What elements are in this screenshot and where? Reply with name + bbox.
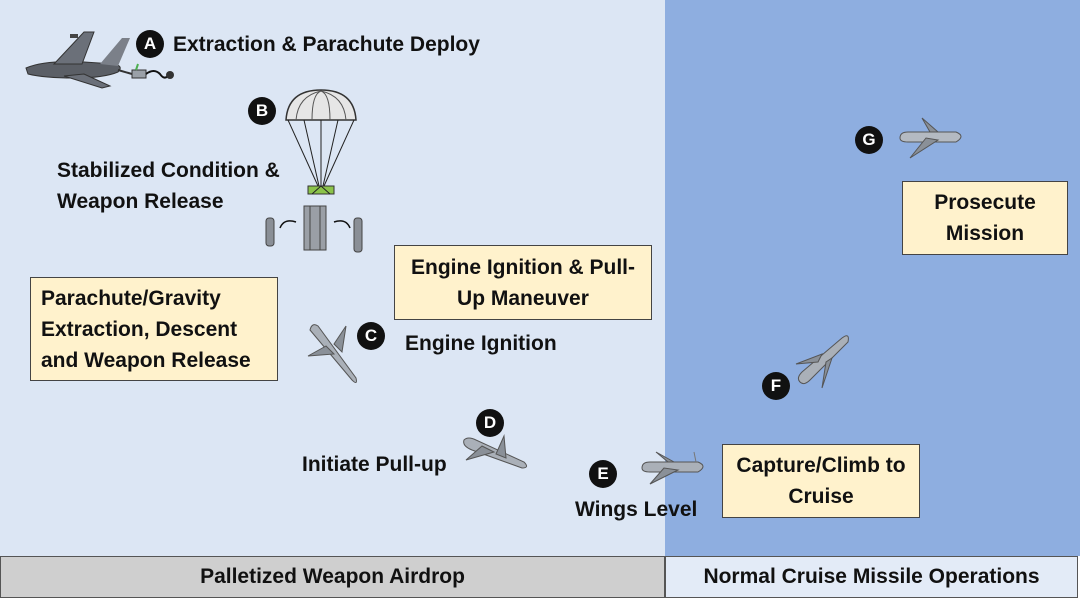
box-line: Prosecute bbox=[934, 191, 1036, 214]
step-badge-a: A bbox=[136, 30, 164, 58]
parachute-icon bbox=[285, 89, 357, 195]
step-label-e: Wings Level bbox=[575, 498, 698, 521]
missile-icon bbox=[795, 335, 849, 389]
step-badge-b: B bbox=[248, 97, 276, 125]
box-line: Up Maneuver bbox=[457, 286, 589, 310]
missile-icon bbox=[641, 451, 704, 485]
missile-icon bbox=[307, 324, 357, 384]
step-badge-e: E bbox=[589, 460, 617, 488]
cargo-aircraft-icon bbox=[25, 31, 174, 89]
engine-pullup-box: Engine Ignition & Pull- Up Maneuver bbox=[394, 245, 652, 320]
step-label-b-line: Weapon Release bbox=[57, 190, 224, 213]
step-badge-g: G bbox=[855, 126, 883, 154]
parachute-gravity-box: Parachute/Gravity Extraction, Descent an… bbox=[30, 277, 278, 381]
capture-climb-box: Capture/Climb to Cruise bbox=[722, 444, 920, 518]
box-line: Mission bbox=[945, 222, 1025, 245]
step-label-d: Initiate Pull-up bbox=[302, 453, 447, 476]
step-label-b: Stabilized Condition & Weapon Release bbox=[57, 155, 280, 217]
box-line: Parachute/Gravity bbox=[41, 286, 221, 310]
box-line: and Weapon Release bbox=[41, 348, 251, 372]
box-line: Engine Ignition & Pull- bbox=[411, 255, 635, 279]
step-label-b-line: Stabilized Condition & bbox=[57, 159, 280, 182]
step-badge-c: C bbox=[357, 322, 385, 350]
box-line: Extraction, Descent bbox=[41, 317, 238, 341]
step-badge-d: D bbox=[476, 409, 504, 437]
box-line: Cruise bbox=[788, 485, 854, 508]
weapon-pallet-icon bbox=[265, 205, 363, 253]
step-badge-f: F bbox=[762, 372, 790, 400]
missile-icon bbox=[899, 117, 962, 159]
step-label-a: Extraction & Parachute Deploy bbox=[173, 33, 480, 56]
airdrop-phase-label: Palletized Weapon Airdrop bbox=[0, 556, 665, 598]
prosecute-box: Prosecute Mission bbox=[902, 181, 1068, 255]
step-label-c: Engine Ignition bbox=[405, 332, 557, 355]
box-line: Capture/Climb to bbox=[736, 454, 906, 477]
missile-icon bbox=[463, 434, 528, 469]
cruise-phase-label: Normal Cruise Missile Operations bbox=[665, 556, 1078, 598]
